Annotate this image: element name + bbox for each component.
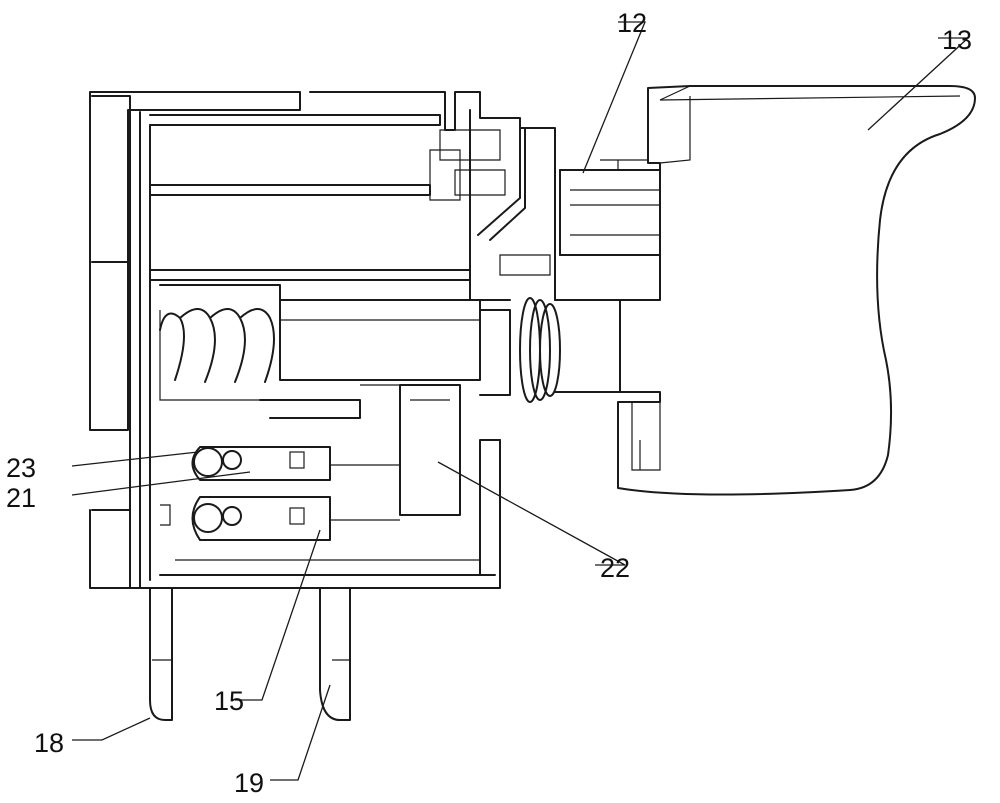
terminal-18 [150, 588, 172, 720]
trigger-shaft [555, 160, 660, 392]
leader-12 [583, 22, 645, 173]
leader-23 [72, 452, 198, 466]
label-12: 12 [617, 8, 647, 38]
leader-15 [235, 530, 320, 700]
label-18: 18 [34, 728, 64, 758]
label-13: 13 [942, 25, 972, 55]
leader-18 [72, 718, 150, 740]
contact-levers [160, 447, 400, 540]
leader-21 [72, 472, 250, 495]
spring [160, 309, 280, 400]
label-22: 22 [600, 553, 630, 583]
label-23: 23 [6, 453, 36, 483]
slider-arm [260, 385, 460, 515]
label-19: 19 [234, 768, 264, 798]
leader-22 [438, 462, 625, 565]
label-21: 21 [6, 483, 36, 513]
label-15: 15 [214, 686, 244, 716]
trigger-part [618, 86, 975, 495]
